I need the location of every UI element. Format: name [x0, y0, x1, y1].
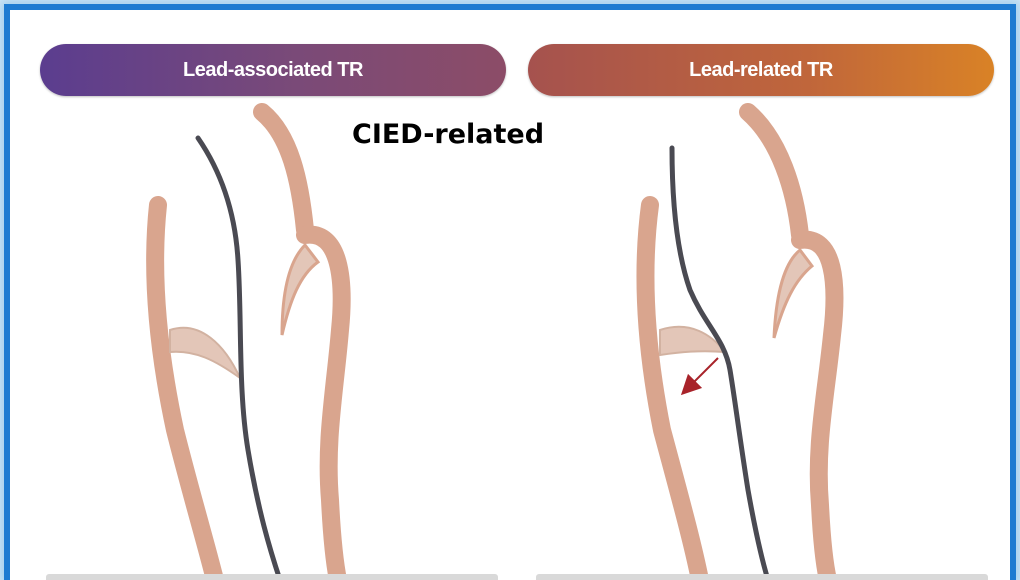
left-panel-upper-wall: [262, 112, 305, 230]
left-panel-illustration: [155, 112, 341, 580]
right-panel-illustration: [646, 112, 835, 580]
right-panel-free-wall: [800, 240, 834, 580]
left-panel-leaflet-right: [282, 245, 318, 335]
left-panel-free-wall: [305, 235, 342, 580]
right-panel-leaflet-right: [774, 250, 812, 338]
right-panel-septal-wall: [646, 205, 700, 580]
left-panel-septal-wall: [155, 205, 215, 580]
cied-related-label: CIED-related: [352, 119, 544, 150]
regurgitation-arrow: [688, 358, 718, 388]
left-panel-bottom-bar: [46, 574, 498, 580]
right-panel-upper-wall: [748, 112, 800, 235]
left-panel-tricuspid-leaflet: [170, 328, 240, 378]
right-panel-bottom-bar: [536, 574, 988, 580]
